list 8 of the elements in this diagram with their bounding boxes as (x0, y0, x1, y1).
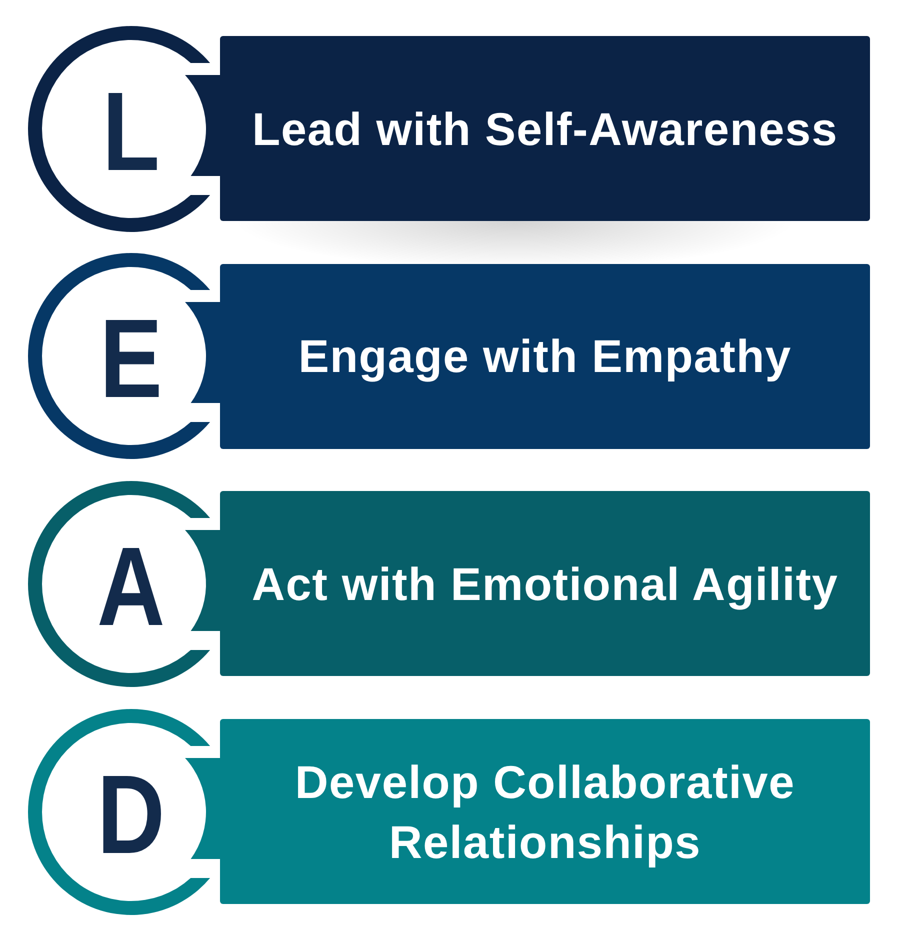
letter: D (97, 758, 165, 870)
letter: L (102, 76, 160, 188)
banner-label: Act with Emotional Agility (252, 556, 838, 612)
banner-label: Lead with Self-Awareness (252, 102, 838, 156)
letter: A (97, 530, 165, 642)
banner-label: Develop Collaborative Relationships (294, 754, 796, 870)
banner-label: Engage with Empathy (298, 329, 792, 384)
letter: E (100, 303, 162, 415)
